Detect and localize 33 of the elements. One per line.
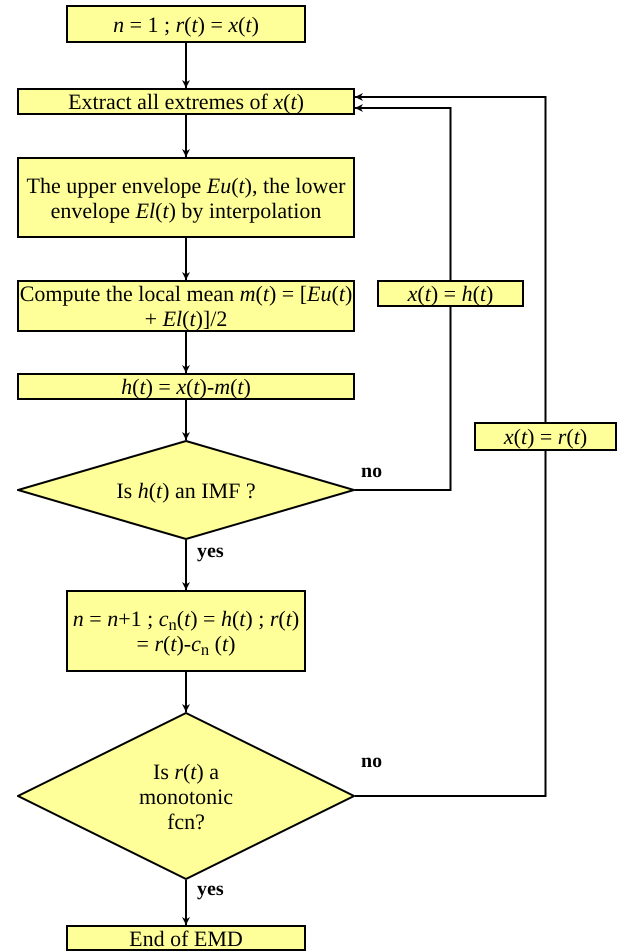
node-text: Is r(t) a monotonic fcn? xyxy=(138,758,234,834)
node-text: Extract all extremes of x(t) xyxy=(68,89,304,114)
arrow xyxy=(182,332,190,373)
decision-diamond xyxy=(17,440,355,540)
arrow xyxy=(355,93,546,422)
process-box xyxy=(17,157,355,238)
process-box xyxy=(17,88,355,115)
process-box xyxy=(66,5,306,43)
process-box xyxy=(66,925,306,951)
arrow xyxy=(182,238,190,280)
node-text: n = n+1 ; c$_{n}$(t) = h(t) ; r(t) = r(t)-c$_{n}$ (t) xyxy=(72,606,300,656)
connector-line xyxy=(355,451,546,797)
process-box xyxy=(66,590,306,672)
arrow xyxy=(182,672,190,712)
arrow xyxy=(182,540,190,590)
arrow xyxy=(182,880,190,925)
process-box xyxy=(17,373,355,400)
decision-diamond xyxy=(17,712,355,880)
node-text: x(t) = r(t) xyxy=(504,424,588,449)
arrow xyxy=(355,104,452,280)
node-text: Is h(t) an IMF ? xyxy=(115,478,257,502)
connector-line xyxy=(355,307,452,491)
node-text: Compute the local mean m(t) = [Eu(t) + El(t)]/2 xyxy=(19,281,353,331)
process-box xyxy=(377,280,524,307)
node-text: End of EMD xyxy=(129,926,243,950)
arrow xyxy=(182,115,190,157)
arrow xyxy=(182,43,190,88)
arrow xyxy=(182,400,190,440)
process-box xyxy=(474,422,617,451)
node-text: The upper envelope Eu(t), the lower envelope El(t) by interpolation xyxy=(26,172,346,222)
node-text: n = 1 ; r(t) = x(t) xyxy=(113,12,259,36)
node-text: x(t) = h(t) xyxy=(408,281,494,306)
node-text: h(t) = x(t)-m(t) xyxy=(121,374,251,399)
